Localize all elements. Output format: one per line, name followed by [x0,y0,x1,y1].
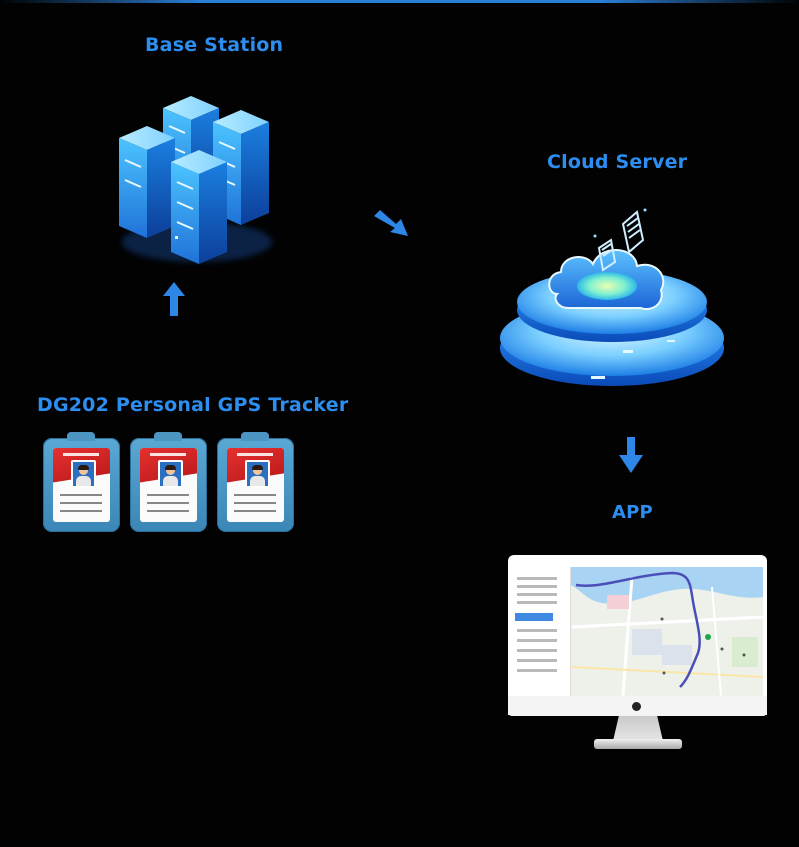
gps-tracker-badge-icon [130,432,207,532]
server-stack-icon [119,96,272,264]
monitor-stand [612,716,664,742]
cloud-server-label: Cloud Server [547,151,688,173]
app-label: APP [612,502,653,523]
monitor-base [594,739,682,749]
base-station-label: Base Station [145,34,284,56]
arrow-up-icon [163,282,185,316]
monitor-map-icon [508,555,767,755]
app-screen [512,567,763,708]
cloud-platform-icon [500,208,724,386]
arrow-down-icon [619,437,643,473]
power-dot-icon [632,702,641,711]
tracker-label: DG202 Personal GPS Tracker [37,394,349,416]
gps-tracker-badge-icon [43,432,120,532]
arrow-right-down-icon [374,210,408,236]
gps-tracker-badge-icon [217,432,294,532]
top-accent-line [0,0,799,3]
app-side-panel [512,567,571,708]
